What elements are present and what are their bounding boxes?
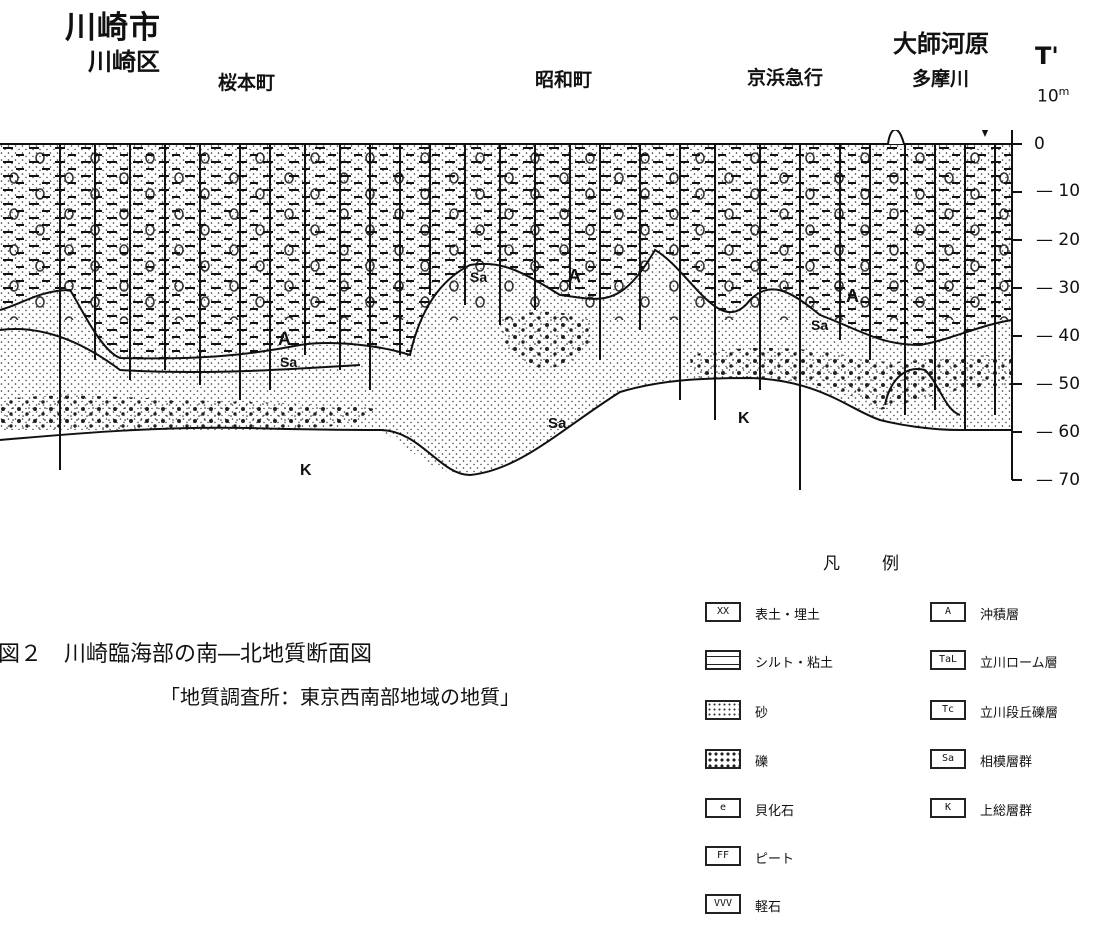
- legend-symbol-kazusa: K: [930, 798, 966, 818]
- figure-source: 「地質調査所：東京西南部地域の地質」: [160, 685, 520, 709]
- boundary-lines: [0, 143, 1013, 477]
- boreholes: [59, 144, 996, 490]
- legend-label-tachikawa-loam: 立川ローム層: [980, 656, 1058, 671]
- legend-title: 凡例: [823, 554, 941, 574]
- depth-label-70: — 70: [1036, 470, 1081, 490]
- stratum-label-K-east: K: [738, 410, 750, 427]
- legend-symbol-sand: [705, 700, 741, 720]
- depth-label-40: — 40: [1036, 326, 1081, 346]
- legend-label-sand: 砂: [755, 706, 769, 721]
- depth-label-0: 0: [1034, 134, 1045, 154]
- stratum-label-Sa-mid: Sa: [470, 269, 487, 285]
- stratum-label-A-mid: A: [568, 266, 581, 286]
- legend-label-kazusa: 上総層群: [980, 804, 1033, 819]
- depth-label-30: — 30: [1036, 278, 1081, 298]
- legend-label-pumice: 軽石: [755, 900, 782, 915]
- gravel-lens-showa: [500, 311, 592, 369]
- levee-mark: [887, 130, 905, 145]
- location-arrows: [981, 130, 989, 137]
- legend-label-tachikawa-gravel: 立川段丘礫層: [980, 706, 1059, 721]
- legend-label-gravel: 礫: [755, 755, 769, 770]
- legend-label-shell: 貝化石: [755, 804, 795, 819]
- legend-symbol-peat: FF: [705, 846, 741, 866]
- legend-symbol-gravel: [705, 749, 741, 769]
- gravel-lens-west: [0, 395, 380, 440]
- legend-symbol-shell: e: [705, 798, 741, 818]
- legend-symbol-alluvium: A: [930, 602, 966, 622]
- section-end-label: T': [1035, 42, 1059, 70]
- place-showa: 昭和町: [535, 69, 593, 91]
- stratum-label-A-west: A: [278, 329, 291, 349]
- place-tamagawa: 多摩川: [912, 68, 970, 90]
- depth-label-50: — 50: [1036, 374, 1081, 394]
- depth-label-plus10: 10m: [1037, 85, 1070, 107]
- figure-caption: 図２ 川崎臨海部の南―北地質断面図: [0, 642, 373, 667]
- depth-label-60: — 60: [1036, 422, 1081, 442]
- place-sakuramoto: 桜本町: [218, 72, 276, 94]
- legend-label-peat: ピート: [755, 852, 795, 867]
- legend-label-fill: 表土・埋土: [755, 608, 821, 623]
- stratum-label-Sa-bottom: Sa: [548, 415, 567, 432]
- legend-symbol-tachikawa-loam: TaL: [930, 650, 966, 670]
- legend-label-sagami: 相模層群: [980, 755, 1033, 770]
- stratum-label-A-east: A: [846, 286, 859, 306]
- place-daishigawara: 大師河原: [893, 30, 989, 58]
- gravel-lens-east: [690, 347, 1012, 410]
- legend-label-silt: シルト・粘土: [755, 656, 834, 671]
- shell-fossil-pattern: [0, 150, 1012, 320]
- legend-symbol-fill: XX: [705, 602, 741, 622]
- stratum-label-Sa-east: Sa: [811, 317, 828, 333]
- stratum-label-K-west: K: [300, 462, 312, 479]
- place-keikyu: 京浜急行: [747, 67, 824, 89]
- depth-label-10: — 10: [1036, 181, 1081, 201]
- kazusa-group-area: [0, 378, 1012, 500]
- legend-symbol-pumice: VVV: [705, 894, 741, 914]
- ward-name: 川崎区: [88, 48, 160, 76]
- legend-symbol-silt: [705, 650, 741, 670]
- legend-label-alluvium: 沖積層: [980, 608, 1020, 623]
- stratum-label-Sa-west: Sa: [280, 354, 297, 370]
- legend-symbol-sagami: Sa: [930, 749, 966, 769]
- legend-symbol-tachikawa-gravel: Tc: [930, 700, 966, 720]
- depth-scale-axis: [1011, 130, 1022, 481]
- city-name: 川崎市: [65, 10, 161, 46]
- depth-label-20: — 20: [1036, 230, 1081, 250]
- geological-cross-section: A Sa Sa A A Sa Sa K K: [0, 130, 1022, 500]
